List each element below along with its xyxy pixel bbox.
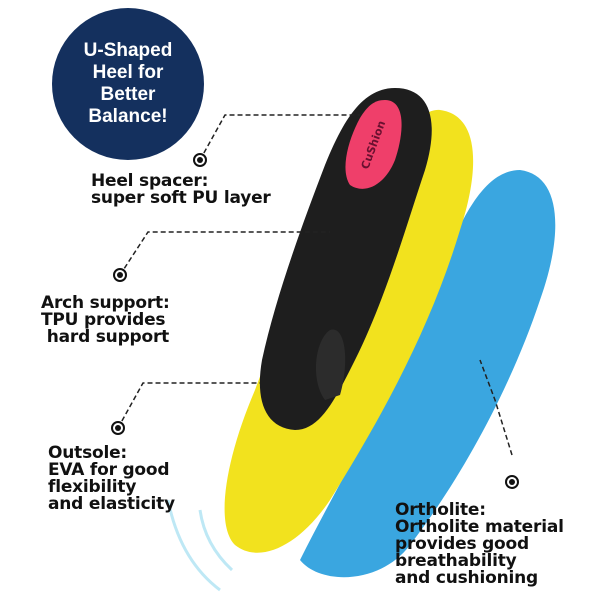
heel-spacer-pad: [345, 100, 402, 189]
callout-marker-icon: [505, 475, 519, 489]
ortholite-layer: [300, 170, 556, 578]
callout-arch-support: Arch support:TPU provides hard support: [41, 293, 170, 347]
badge-line: Balance!: [88, 106, 168, 127]
motion-lines-icon: [166, 499, 234, 592]
badge-line: U-Shaped: [83, 40, 173, 61]
callout-marker-icon: [111, 421, 125, 435]
heel-cup-layer: [259, 88, 432, 430]
badge-line: Heel for: [92, 62, 164, 83]
callout-heel-spacer: Heel spacer:super soft PU layer: [91, 171, 271, 208]
badge-line: Better: [100, 84, 156, 105]
callout-marker-icon: [193, 153, 207, 167]
callout-marker-icon: [113, 268, 127, 282]
promo-badge: U-Shaped Heel for Better Balance!: [52, 8, 204, 160]
